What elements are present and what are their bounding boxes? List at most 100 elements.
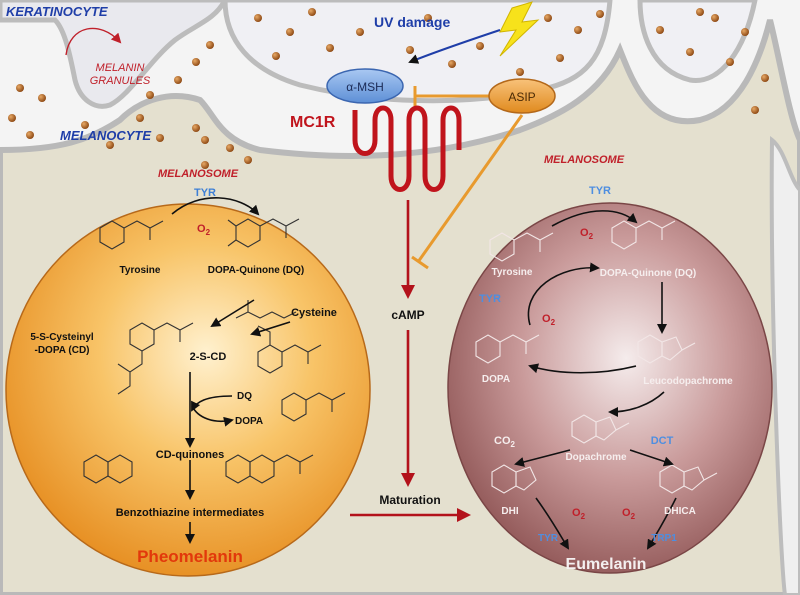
melanin-granule bbox=[448, 60, 456, 68]
asip-camp-inhibition-line bbox=[416, 114, 524, 263]
cysteine-structure bbox=[235, 300, 297, 319]
right-tyr-top-label: TYR bbox=[589, 185, 611, 197]
melanin-granule bbox=[192, 124, 200, 132]
melanin-granule bbox=[81, 121, 89, 129]
right-dq-label: DOPA-Quinone (DQ) bbox=[600, 268, 696, 279]
mc1r-receptor bbox=[352, 105, 462, 192]
dopa-structure bbox=[281, 392, 307, 422]
alpha-msh-label: α-MSH bbox=[346, 80, 384, 94]
dhica-to-eumelanin-arrow bbox=[646, 497, 677, 550]
leuco-to-dopa-arrow bbox=[528, 363, 637, 374]
left-dq-label: DOPA-Quinone (DQ) bbox=[208, 265, 304, 276]
dhica-label: DHICA bbox=[664, 506, 696, 517]
left-melanosome-title: MELANOSOME bbox=[158, 168, 239, 180]
leuco-to-dopachrome-arrow bbox=[608, 391, 665, 417]
melanin-granule bbox=[741, 28, 749, 36]
melanin-granule bbox=[356, 28, 364, 36]
left-o2-label: O2 bbox=[197, 223, 211, 237]
tyr-left-arrow bbox=[171, 197, 260, 216]
tyrp1-label: TRP1 bbox=[651, 533, 677, 544]
cysteinyl-dopa-structure bbox=[129, 322, 155, 352]
leucodopachrome-label: Leucodopachrome bbox=[643, 376, 733, 387]
asip-label: ASIP bbox=[508, 90, 535, 104]
right-edge-cell bbox=[769, 135, 800, 595]
melanin-granule bbox=[244, 156, 252, 164]
cysteinyl-label-2: -DOPA (CD) bbox=[35, 345, 90, 356]
melanin-granule bbox=[192, 58, 200, 66]
eumelanin-label: Eumelanin bbox=[566, 556, 647, 573]
melanin-granule bbox=[8, 114, 16, 122]
r-dopa-quinone-structure bbox=[611, 220, 637, 250]
dhi-label: DHI bbox=[501, 506, 518, 517]
melanin-granule bbox=[156, 134, 164, 142]
melanin-granule bbox=[751, 106, 759, 114]
melanin-granules-label-2: GRANULES bbox=[90, 75, 151, 87]
melanin-granule bbox=[174, 76, 182, 84]
melanin-granule bbox=[556, 54, 564, 62]
melanin-granule bbox=[226, 144, 234, 152]
dhi-to-eumelanin-arrow bbox=[535, 497, 570, 550]
cysteine-arrow bbox=[250, 321, 291, 337]
melanin-granule bbox=[201, 136, 209, 144]
pheomelanin-label: Pheomelanin bbox=[137, 547, 243, 566]
asip-camp-inhibition-bar bbox=[411, 255, 429, 270]
right-o2-left-label: O2 bbox=[572, 507, 586, 521]
melanin-granule bbox=[726, 58, 734, 66]
melanin-granule bbox=[516, 68, 524, 76]
right-melanosome-title: MELANOSOME bbox=[544, 154, 625, 166]
keratinocyte-cell bbox=[0, 0, 228, 109]
camp-label: cAMP bbox=[391, 308, 424, 322]
eumelanosome bbox=[447, 202, 773, 574]
keratinocyte-label: KERATINOCYTE bbox=[6, 4, 108, 19]
left-tyrosine-label: Tyrosine bbox=[120, 265, 161, 276]
tyrosine-structure bbox=[99, 220, 125, 250]
uv-arrow bbox=[408, 29, 501, 64]
right-tyr-bottom-label: TYR bbox=[538, 533, 559, 544]
right-dopa-label: DOPA bbox=[482, 374, 510, 385]
melanin-granule bbox=[26, 131, 34, 139]
dopa-out-arrow bbox=[191, 405, 234, 427]
melanin-granule bbox=[254, 14, 262, 22]
dq-label: DQ bbox=[237, 391, 252, 402]
left-molecule-structures bbox=[83, 218, 346, 484]
dopachrome-label: Dopachrome bbox=[565, 452, 627, 463]
right-tyrosine-label: Tyrosine bbox=[492, 267, 533, 278]
benzothiazine-label: Benzothiazine intermediates bbox=[116, 507, 265, 519]
melanin-granule bbox=[544, 14, 552, 22]
alpha-msh-ligand bbox=[326, 68, 404, 104]
melanin-granule bbox=[136, 114, 144, 122]
melanin-granule bbox=[272, 52, 280, 60]
melanin-granule bbox=[38, 94, 46, 102]
melanin-granule bbox=[106, 141, 114, 149]
melanin-granule bbox=[326, 44, 334, 52]
dopachrome-to-dhi-arrow bbox=[514, 449, 571, 467]
co2-label: CO2 bbox=[494, 435, 516, 449]
right-o2-mid-label: O2 bbox=[542, 313, 556, 327]
melanin-granule bbox=[476, 42, 484, 50]
mc1r-label: MC1R bbox=[290, 114, 336, 131]
dopa-to-dq-arrow bbox=[527, 262, 600, 326]
s-cd-label: 2-S-CD bbox=[190, 351, 227, 363]
melanin-granules-label-1: MELANIN bbox=[96, 62, 145, 74]
melanin-granule bbox=[286, 28, 294, 36]
maturation-label: Maturation bbox=[379, 493, 440, 507]
granule-transfer-arrow bbox=[65, 27, 122, 56]
melanin-granule bbox=[424, 14, 432, 22]
tyr-right-arrow bbox=[551, 210, 638, 227]
right-o2-top-label: O2 bbox=[580, 227, 594, 241]
melanin-granules bbox=[8, 8, 769, 169]
cd-quinones-label: CD-quinones bbox=[156, 449, 224, 461]
right-o2-right-label: O2 bbox=[622, 507, 636, 521]
left-tyr-label: TYR bbox=[194, 187, 216, 199]
melanin-granule bbox=[201, 161, 209, 169]
melanin-granule bbox=[711, 14, 719, 22]
melanin-granule bbox=[206, 41, 214, 49]
melanin-granule bbox=[16, 84, 24, 92]
lightning-icon bbox=[499, 1, 540, 57]
cysteine-label: Cysteine bbox=[291, 307, 337, 319]
r-dopa-structure bbox=[475, 334, 501, 364]
r-tyrosine-structure bbox=[489, 232, 515, 262]
dopachrome-to-dhica-arrow bbox=[629, 449, 674, 467]
